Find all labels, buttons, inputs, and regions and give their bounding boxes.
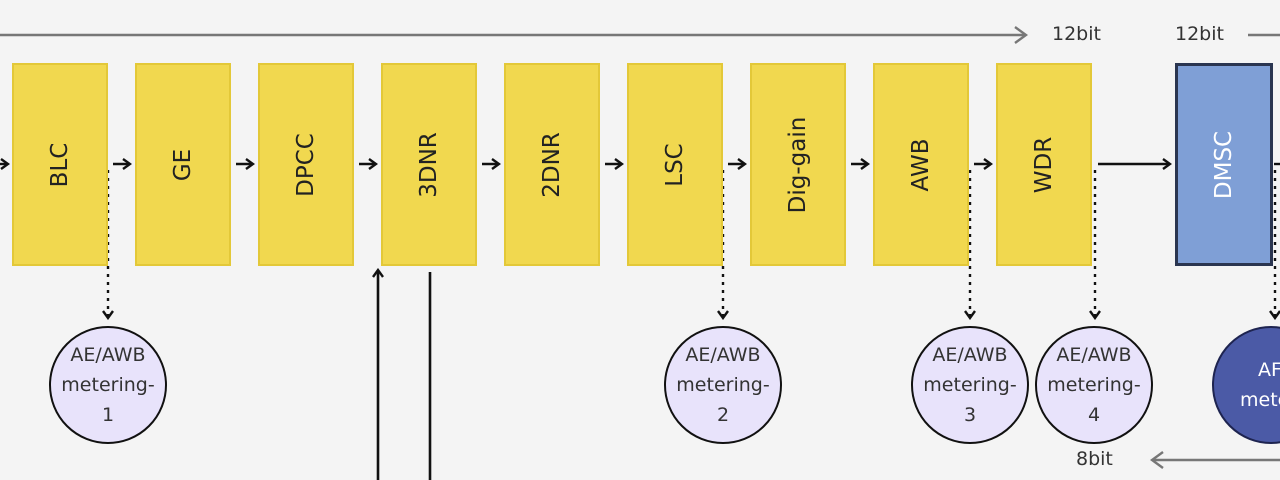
metering-label-line2: metering- [923,374,1017,396]
metering-node-4: AE/AWB metering- 4 [1035,326,1153,444]
stage-label: WDR [1031,136,1057,193]
stage-blc: BLC [12,63,108,266]
metering-node-1: AE/AWB metering- 1 [49,326,167,444]
metering-node-3: AE/AWB metering- 3 [911,326,1029,444]
metering-node-2: AE/AWB metering- 2 [664,326,782,444]
stage-lsc: LSC [627,63,723,266]
stage-label: LSC [662,142,688,187]
stage-label: DMSC [1211,130,1237,199]
metering-label-line3: 2 [716,404,730,426]
stage-dpcc: DPCC [258,63,354,266]
metering-label-line1: AE/AWB [1056,344,1132,366]
stage-label: BLC [47,142,73,187]
metering-label-line2: mete [1240,389,1280,411]
metering-label-line2: metering- [1047,374,1141,396]
metering-label-line2: metering- [61,374,155,396]
stage-label: 3DNR [416,131,442,198]
metering-label-line3: 1 [101,404,115,426]
metering-label-line1: AE/AWB [685,344,761,366]
stage-ge: GE [135,63,231,266]
stage-label: DPCC [293,132,319,197]
metering-label-line3: 4 [1087,404,1101,426]
stage-dmsc: DMSC [1175,63,1273,266]
metering-label-line2: metering- [676,374,770,396]
stage-2dnr: 2DNR [504,63,600,266]
stage-dig-gain: Dig-gain [750,63,846,266]
bitwidth-label-8bit: 8bit [1076,448,1113,470]
stage-label: 2DNR [539,131,565,198]
stage-label: AWB [908,138,934,191]
stage-3dnr: 3DNR [381,63,477,266]
stage-label: GE [170,148,196,181]
metering-label-line1: AE/AWB [932,344,1008,366]
metering-label-line1: AF [1258,359,1280,381]
stage-awb: AWB [873,63,969,266]
stage-label: Dig-gain [785,116,811,213]
stage-wdr: WDR [996,63,1092,266]
bitwidth-label-12bit-right: 12bit [1175,23,1224,45]
metering-label-line1: AE/AWB [70,344,146,366]
metering-label-line3: 3 [963,404,977,426]
bitwidth-label-12bit-left: 12bit [1052,23,1101,45]
